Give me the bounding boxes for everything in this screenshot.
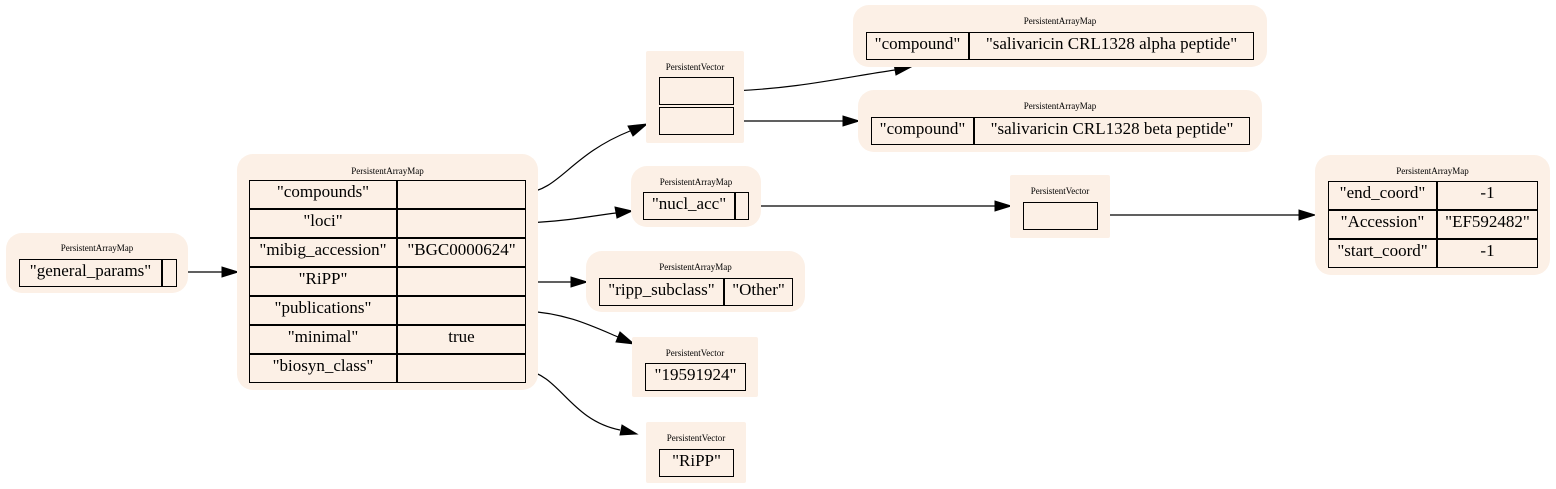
- compounds-vector: PersistentVector: [646, 51, 744, 143]
- arrowhead: [627, 123, 649, 137]
- map-value-cell: [397, 209, 526, 238]
- map-key-cell: "end_coord": [1328, 181, 1437, 210]
- map-value-cell: "salivaricin CRL1328 alpha peptide": [969, 32, 1254, 60]
- map-value-cell: [397, 267, 526, 296]
- edge-biosyn-class-to-vector: [524, 369, 621, 431]
- general-params-map: PersistentArrayMap "compounds" "loci" "m…: [237, 154, 538, 390]
- nucl-acc-map: PersistentArrayMap "nucl_acc": [631, 166, 761, 227]
- map-key-cell: "publications": [249, 296, 397, 325]
- arrowhead: [842, 115, 861, 127]
- loci-vector: PersistentVector: [1010, 175, 1110, 238]
- map-key-cell: "compound": [866, 32, 969, 60]
- map-value-cell: true: [397, 325, 526, 354]
- map-key-cell: "minimal": [249, 325, 397, 354]
- edge-vector-slot1-to-alpha: [732, 69, 896, 92]
- node-type-label: PersistentArrayMap: [1023, 101, 1097, 111]
- map-value-cell: "salivaricin CRL1328 beta peptide": [974, 117, 1250, 145]
- node-type-label: PersistentArrayMap: [659, 262, 732, 272]
- node-type-label: PersistentVector: [666, 433, 726, 443]
- map-value-cell: [735, 192, 749, 220]
- root-map: PersistentArrayMap "general_params": [6, 233, 188, 293]
- map-key-cell: "loci": [249, 209, 397, 238]
- map-key-cell: "compounds": [249, 180, 397, 209]
- compound-beta-map: PersistentArrayMap "compound" "salivaric…: [858, 90, 1262, 152]
- map-value-cell: -1: [1437, 239, 1538, 268]
- map-value-cell: "Other": [724, 278, 793, 306]
- arrowhead: [994, 200, 1013, 212]
- node-type-label: PersistentArrayMap: [1396, 166, 1469, 176]
- map-key-cell: "compound": [871, 117, 974, 145]
- map-key-cell: "mibig_accession": [249, 238, 397, 267]
- vector-slot: "RiPP": [659, 449, 734, 477]
- map-value-cell: [397, 180, 526, 209]
- vector-slot: [659, 77, 734, 105]
- vector-slot: [1023, 202, 1098, 230]
- arrowhead: [619, 424, 639, 436]
- map-value-cell: "EF592482": [1437, 210, 1538, 239]
- edge-loci-to-nucl-acc-map: [524, 212, 617, 224]
- edge-publications-to-vector: [524, 310, 619, 338]
- ripp-subclass-map: PersistentArrayMap "ripp_subclass" "Othe…: [586, 251, 805, 312]
- map-key-cell: "ripp_subclass": [599, 278, 724, 306]
- arrowhead: [570, 276, 589, 288]
- arrowhead: [221, 266, 240, 278]
- node-type-label: PersistentArrayMap: [1023, 16, 1097, 26]
- map-key-cell: "biosyn_class": [249, 354, 397, 383]
- map-key-cell: "RiPP": [249, 267, 397, 296]
- node-type-label: PersistentVector: [1030, 186, 1090, 196]
- arrowhead: [614, 206, 634, 219]
- vector-slot: "19591924": [645, 363, 746, 391]
- map-value-cell: [162, 259, 177, 287]
- node-type-label: PersistentArrayMap: [351, 166, 424, 176]
- arrowhead: [1298, 209, 1317, 221]
- map-key-cell: "nucl_acc": [643, 192, 735, 220]
- publications-vector: PersistentVector "19591924": [632, 337, 758, 397]
- map-value-cell: [397, 296, 526, 325]
- node-type-label: PersistentArrayMap: [659, 177, 733, 187]
- map-value-cell: "BGC0000624": [397, 238, 526, 267]
- node-type-label: PersistentVector: [665, 348, 725, 358]
- map-key-cell: "Accession": [1328, 210, 1437, 239]
- map-key-cell: "start_coord": [1328, 239, 1437, 268]
- map-value-cell: -1: [1437, 181, 1538, 210]
- coordinates-map: PersistentArrayMap "end_coord" -1 "Acces…: [1315, 155, 1550, 275]
- map-key-cell: "general_params": [19, 259, 162, 287]
- map-value-cell: [397, 354, 526, 383]
- compound-alpha-map: PersistentArrayMap "compound" "salivaric…: [853, 5, 1267, 67]
- edge-compounds-to-vector: [524, 130, 631, 194]
- biosyn-class-vector: PersistentVector "RiPP": [646, 422, 746, 483]
- node-type-label: PersistentArrayMap: [60, 243, 134, 253]
- node-type-label: PersistentVector: [665, 62, 725, 72]
- vector-slot: [659, 107, 734, 135]
